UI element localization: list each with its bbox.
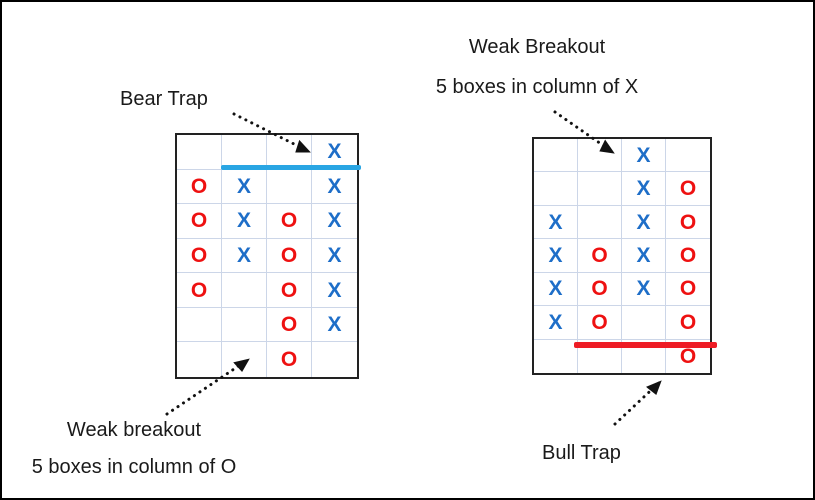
grid-cell: O — [177, 204, 222, 239]
grid-cell: O — [177, 238, 222, 274]
grid-cell: X — [534, 239, 578, 273]
grid-cell: X — [622, 139, 666, 173]
grid-cell: O — [267, 307, 312, 343]
grid-cell: X — [622, 272, 666, 307]
grid-cell — [534, 139, 578, 173]
grid-cell — [222, 307, 267, 343]
grid-cell: X — [222, 169, 267, 205]
grid-cell — [222, 342, 267, 377]
weak-breakout-top-line1: Weak Breakout — [468, 36, 606, 58]
weak-breakout-bottom-label: Weak breakout 5 boxes in column of O — [14, 419, 254, 479]
grid-cell: O — [578, 239, 622, 273]
grid-cell — [578, 205, 622, 240]
grid-cell — [177, 342, 222, 377]
grid-cell: O — [666, 206, 710, 240]
grid-cell: O — [267, 238, 312, 274]
grid-cell: X — [312, 204, 357, 239]
grid-cell: X — [534, 205, 578, 240]
grid-cell: O — [177, 273, 222, 308]
grid-cell — [622, 306, 666, 340]
grid-cell: O — [666, 273, 710, 307]
grid-cell: X — [222, 204, 267, 239]
weak-breakout-top-label: Weak Breakout 5 boxes in column of X — [417, 36, 657, 99]
grid-cell: O — [578, 306, 622, 340]
grid-cell: X — [622, 205, 666, 240]
grid-cell — [666, 139, 710, 173]
grid-cell — [578, 172, 622, 206]
weak-breakout-top-line2: 5 boxes in column of X — [435, 76, 639, 98]
grid-cell: O — [666, 172, 710, 206]
grid-cell: O — [177, 169, 222, 205]
grid-cell — [177, 307, 222, 343]
grid-cell — [222, 273, 267, 308]
grid-cell: X — [534, 306, 578, 340]
grid-cell: O — [267, 273, 312, 308]
grid-cell: O — [679, 344, 697, 368]
grid-cell — [578, 339, 622, 373]
bull-trap-label: Bull Trap — [542, 442, 621, 464]
grid-cell: X — [312, 239, 357, 274]
grid-cell — [622, 339, 666, 373]
grid-cell: X — [312, 308, 357, 343]
grid-cell — [267, 169, 312, 205]
grid-cell: O — [267, 204, 312, 239]
bear-trap-breakout-line — [221, 165, 361, 170]
grid-cell: X — [622, 172, 666, 206]
grid-cell — [578, 139, 622, 173]
bull-trap-breakout-line — [574, 342, 717, 348]
grid-cell: O — [666, 239, 710, 273]
grid-cell: X — [622, 239, 666, 273]
grid-cell — [312, 342, 357, 377]
grid-cell: X — [312, 170, 357, 205]
grid-cell — [534, 339, 578, 373]
grid-cell — [534, 172, 578, 206]
grid-cell: O — [578, 272, 622, 307]
grid-cell: O — [666, 306, 710, 340]
grid-cell: X — [312, 273, 357, 308]
grid-cell: X — [222, 238, 267, 274]
grid-cell: O — [267, 342, 312, 377]
bear-trap-label: Bear Trap — [120, 88, 208, 110]
bull-trap-arrow-icon — [613, 379, 663, 426]
weak-breakout-bottom-line1: Weak breakout — [66, 419, 202, 441]
grid-cell — [177, 135, 222, 170]
grid-cell: X — [534, 272, 578, 307]
weak-breakout-bottom-line2: 5 boxes in column of O — [31, 456, 237, 478]
